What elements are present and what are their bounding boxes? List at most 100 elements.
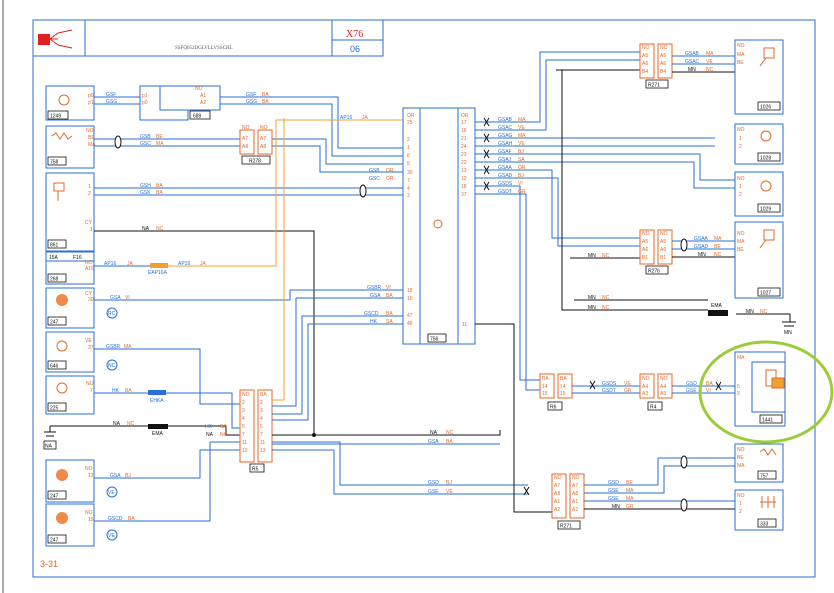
header-reference: SSFQ052DGLVLLVSSCHL	[175, 46, 233, 51]
svg-text:p0: p0	[88, 93, 94, 99]
svg-text:NO: NO	[737, 176, 745, 182]
svg-text:BA: BA	[260, 392, 267, 398]
svg-text:R271: R271	[648, 83, 660, 89]
svg-text:NC: NC	[446, 430, 454, 436]
svg-text:A7: A7	[572, 483, 578, 489]
svg-text:37: 37	[88, 345, 94, 351]
svg-text:GSA: GSA	[110, 473, 121, 479]
svg-text:30: 30	[88, 297, 94, 303]
svg-text:BE: BE	[737, 247, 744, 253]
svg-text:SA: SA	[386, 319, 393, 325]
header-logo-icon	[38, 34, 50, 45]
svg-text:GSD: GSD	[608, 480, 619, 486]
svg-text:p0: p0	[142, 100, 148, 106]
component-861: 12 CY1 861	[45, 172, 95, 252]
svg-text:MA: MA	[518, 117, 526, 123]
svg-text:A6: A6	[642, 61, 648, 67]
svg-text:p1: p1	[142, 93, 148, 99]
svg-text:VE: VE	[706, 59, 713, 65]
svg-text:R278: R278	[249, 159, 261, 165]
svg-text:GSAD: GSAD	[694, 244, 709, 250]
svg-text:NC: NC	[127, 421, 135, 427]
svg-text:BE: BE	[88, 135, 95, 141]
svg-text:1: 1	[739, 136, 742, 142]
svg-text:NC: NC	[760, 309, 768, 315]
svg-text:MA: MA	[737, 239, 745, 245]
svg-text:AP16: AP16	[340, 115, 352, 121]
svg-text:7: 7	[90, 388, 93, 394]
svg-text:GSB: GSB	[369, 168, 380, 174]
svg-text:OR: OR	[461, 113, 469, 119]
svg-text:GSAD: GSAD	[498, 173, 513, 179]
heater-icon	[760, 496, 776, 508]
svg-text:GR: GR	[518, 189, 526, 195]
ecu-icon	[433, 219, 443, 229]
sensor-icon	[760, 130, 772, 142]
svg-text:SA: SA	[220, 424, 227, 430]
svg-text:GSBR: GSBR	[367, 285, 382, 291]
svg-text:BA: BA	[128, 516, 135, 522]
svg-text:R276: R276	[648, 269, 660, 275]
svg-text:BJ: BJ	[446, 480, 452, 486]
svg-text:NA: NA	[142, 226, 150, 232]
svg-text:MN: MN	[588, 253, 596, 259]
svg-text:2: 2	[739, 509, 742, 515]
svg-text:1: 1	[739, 184, 742, 190]
motor-icon	[759, 47, 775, 67]
lamp-icon	[56, 469, 68, 481]
svg-text:MA: MA	[706, 51, 714, 57]
svg-text:16: 16	[461, 128, 467, 134]
svg-text:21: 21	[461, 136, 467, 142]
svg-text:MA: MA	[124, 344, 132, 350]
svg-text:A2: A2	[200, 100, 206, 106]
svg-text:GSAA: GSAA	[498, 165, 513, 171]
svg-text:GSDT: GSDT	[498, 189, 512, 195]
svg-text:R6: R6	[550, 405, 557, 411]
svg-text:46: 46	[407, 321, 413, 327]
svg-text:GSBR: GSBR	[106, 344, 121, 350]
svg-text:333: 333	[760, 522, 769, 528]
svg-text:MA: MA	[626, 488, 634, 494]
svg-text:BJ: BJ	[518, 173, 524, 179]
svg-text:EHKA: EHKA	[150, 398, 164, 404]
svg-text:4: 4	[407, 186, 410, 192]
svg-text:NO: NO	[737, 231, 745, 237]
svg-text:5: 5	[242, 424, 245, 430]
diagram-frame	[32, 19, 816, 578]
svg-text:GSDT: GSDT	[602, 388, 616, 394]
svg-text:NC: NC	[602, 295, 610, 301]
svg-text:NO: NO	[737, 493, 745, 499]
svg-text:1027: 1027	[760, 291, 771, 297]
svg-text:15: 15	[88, 517, 94, 523]
svg-text:689: 689	[193, 114, 202, 120]
svg-text:VE: VE	[85, 338, 92, 344]
svg-text:VE: VE	[518, 125, 525, 131]
svg-text:NO: NO	[572, 475, 580, 481]
svg-text:A6: A6	[642, 247, 648, 253]
lamp-icon	[56, 512, 68, 524]
svg-text:p1: p1	[88, 100, 94, 106]
svg-text:SA: SA	[518, 157, 525, 163]
svg-text:GR: GR	[626, 504, 634, 510]
svg-text:30: 30	[407, 170, 413, 176]
svg-text:MA: MA	[518, 133, 526, 139]
svg-text:OR: OR	[386, 168, 394, 174]
svg-text:BA: BA	[560, 376, 567, 382]
svg-text:15A: 15A	[49, 255, 59, 261]
svg-text:2: 2	[739, 144, 742, 150]
svg-text:758: 758	[50, 160, 59, 166]
svg-text:NC: NC	[714, 252, 722, 258]
svg-text:1028: 1028	[760, 156, 771, 162]
svg-text:NC: NC	[108, 363, 116, 369]
svg-text:247: 247	[50, 494, 59, 500]
svg-text:OR: OR	[518, 165, 526, 171]
svg-text:A7: A7	[242, 136, 248, 142]
svg-text:2: 2	[407, 137, 410, 143]
svg-text:R4: R4	[650, 405, 657, 411]
